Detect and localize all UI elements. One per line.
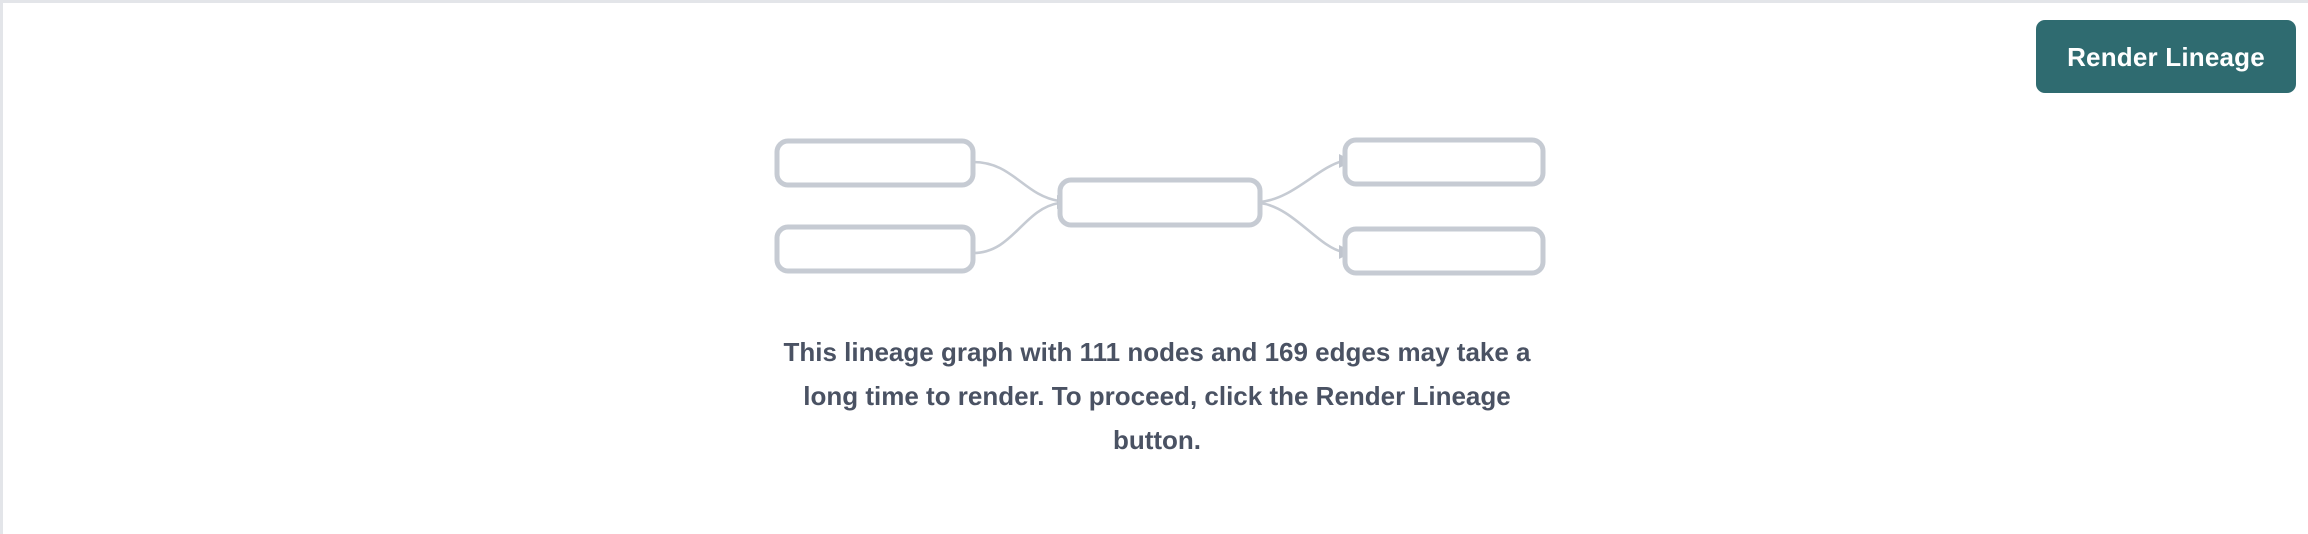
graph-node-upstream-2 xyxy=(774,224,976,274)
lineage-placeholder-graph xyxy=(773,133,1548,278)
graph-node-downstream-1 xyxy=(1342,137,1546,187)
graph-edge-focus-to-downstream-1 xyxy=(1259,159,1344,204)
graph-edge-focus-to-downstream-2 xyxy=(1259,201,1344,254)
graph-node-focus xyxy=(1057,177,1263,228)
graph-node-upstream-1 xyxy=(774,138,976,188)
graph-edge-upstream-2-to-focus xyxy=(972,201,1060,255)
render-lineage-button[interactable]: Render Lineage xyxy=(2036,20,2296,93)
graph-edge-upstream-1-to-focus xyxy=(972,160,1060,203)
lineage-warning-message: This lineage graph with 111 nodes and 16… xyxy=(783,337,1531,455)
graph-node-downstream-2 xyxy=(1342,226,1546,276)
